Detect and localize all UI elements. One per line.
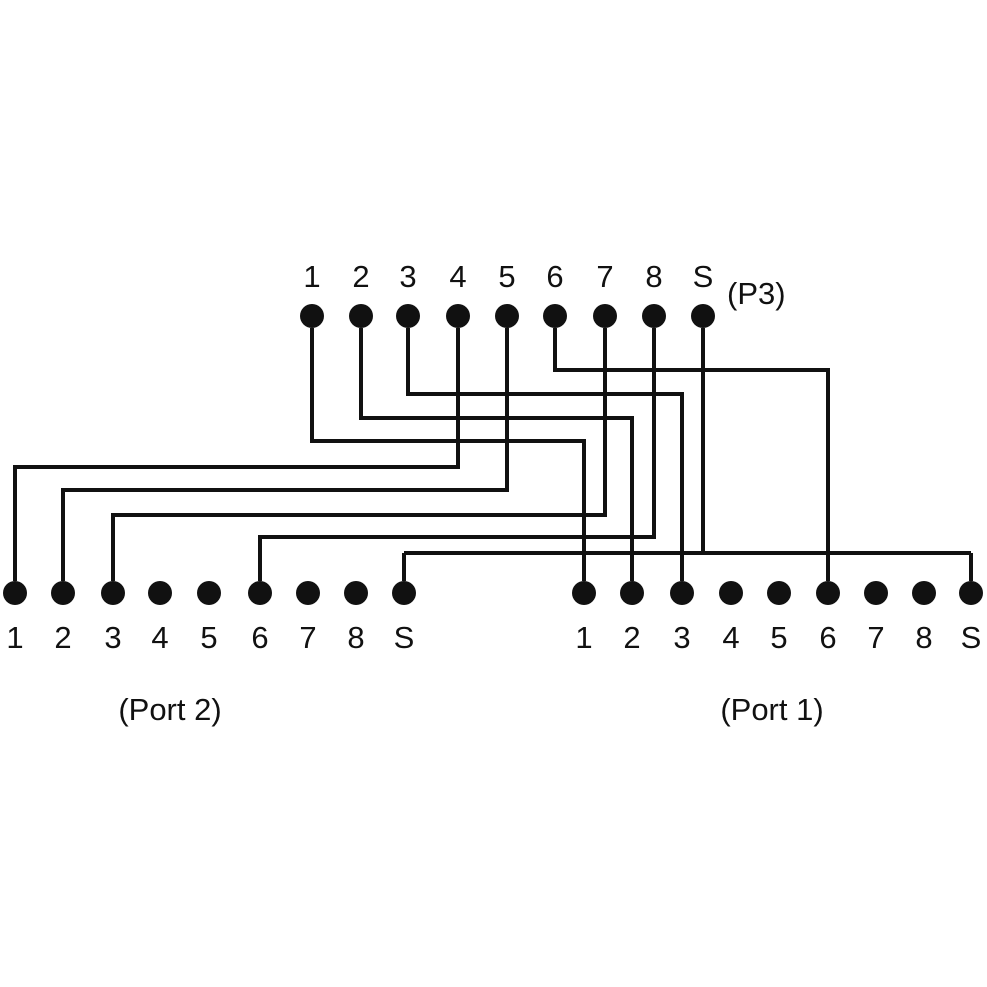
port2-pin-8 [344,581,368,605]
p3-pin-8 [642,304,666,328]
p3-pin-7 [593,304,617,328]
port2-pin-7 [296,581,320,605]
wire-p3-8 [258,328,656,581]
port1-pin-6 [816,581,840,605]
port2-pin-2 [51,581,75,605]
port2-pin-label: 4 [151,620,168,655]
p3-pin-label: 7 [596,259,613,294]
port2-pin-label: 5 [200,620,217,655]
port2-pin-label: S [394,620,415,655]
port1-connector-label: (Port 1) [720,692,823,727]
p3-pin-3 [396,304,420,328]
port1-pin-2 [620,581,644,605]
wire-p3-3 [406,328,684,581]
port1-pin-7 [864,581,888,605]
p3-pin-2 [349,304,373,328]
port2-pin-S [392,581,416,605]
p3-pin-1 [300,304,324,328]
port1-pin-S [959,581,983,605]
port1-pin-label: 1 [575,620,592,655]
wire-p3-1 [310,328,586,581]
p3-pin-label: 1 [303,259,320,294]
p3-pin-label: 4 [449,259,466,294]
port1-pin-label: 4 [722,620,739,655]
p3-pin-label: 5 [498,259,515,294]
port1-pin-label: S [961,620,982,655]
port1-pin-label: 7 [867,620,884,655]
p3-pin-label: 6 [546,259,563,294]
port2-pin-label: 3 [104,620,121,655]
p3-pin-label: 3 [399,259,416,294]
p3-pin-label: S [693,259,714,294]
p3-connector-label: (P3) [727,276,786,311]
p3-pin-6 [543,304,567,328]
port1-pin-label: 6 [819,620,836,655]
port1-pin-label: 8 [915,620,932,655]
p3-pin-4 [446,304,470,328]
wire-p3-6 [553,328,830,581]
port2-pin-4 [148,581,172,605]
port1-pin-4 [719,581,743,605]
port2-pin-5 [197,581,221,605]
p3-pin-S [691,304,715,328]
port1-pin-label: 2 [623,620,640,655]
port1-pin-label: 3 [673,620,690,655]
p3-pin-5 [495,304,519,328]
port2-pin-label: 7 [299,620,316,655]
port2-pin-label: 1 [6,620,23,655]
wire-p3-7 [111,328,607,581]
wire-p3-5 [61,328,509,581]
port2-pin-3 [101,581,125,605]
port1-pin-8 [912,581,936,605]
port2-pin-6 [248,581,272,605]
p3-pin-label: 8 [645,259,662,294]
port2-pin-label: 8 [347,620,364,655]
port2-connector-label: (Port 2) [118,692,221,727]
port2-pin-1 [3,581,27,605]
port1-pin-1 [572,581,596,605]
p3-pin-label: 2 [352,259,369,294]
port1-pin-label: 5 [770,620,787,655]
port1-pin-5 [767,581,791,605]
port2-pin-label: 2 [54,620,71,655]
port1-pin-3 [670,581,694,605]
wires [13,328,973,581]
port2-pin-label: 6 [251,620,268,655]
wire-p3-s [402,328,973,581]
wire-p3-2 [359,328,634,581]
pins [3,304,983,605]
wire-p3-4 [13,328,460,581]
